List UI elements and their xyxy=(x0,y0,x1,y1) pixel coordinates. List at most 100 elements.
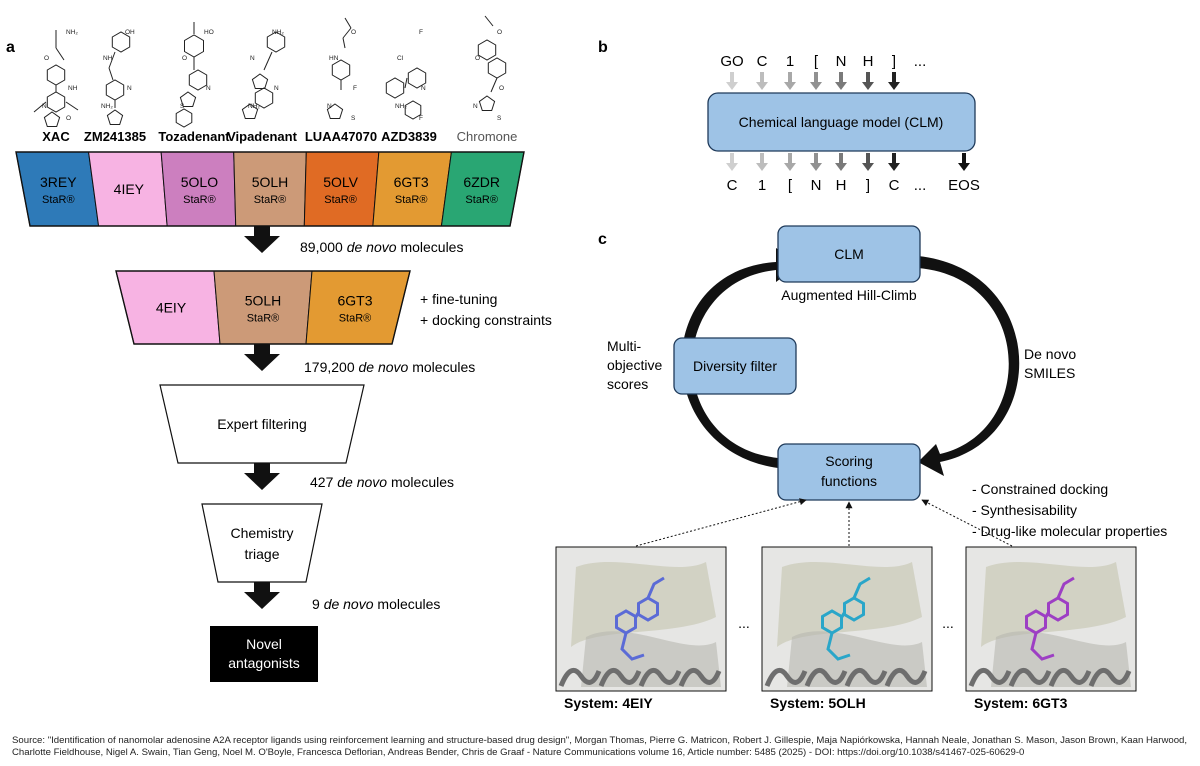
scoring-criteria-list: - Constrained docking- Synthesisability-… xyxy=(972,481,1167,539)
step-count-3: 427 de novo molecules xyxy=(310,474,454,490)
atom-label: NH₂ xyxy=(101,103,113,110)
token-arrow xyxy=(726,72,738,90)
star-label: StaR® xyxy=(339,313,372,325)
down-arrow-2 xyxy=(244,344,280,371)
panel-label-a: a xyxy=(6,39,15,56)
clm-box xyxy=(707,92,976,152)
helix-ribbon xyxy=(1048,667,1092,687)
target-code: 5OLV xyxy=(323,174,358,190)
token-arrow xyxy=(958,153,970,171)
helix-ribbon xyxy=(884,667,928,687)
token-arrow xyxy=(726,153,738,171)
atom-label: O xyxy=(182,55,187,62)
clm-output-token: H xyxy=(836,177,847,194)
star-label: StaR® xyxy=(324,194,357,206)
target-code: 3REY xyxy=(40,174,77,190)
token-arrow xyxy=(862,153,874,171)
target-cell-5olv: 5OLV StaR® xyxy=(303,151,380,227)
row-border xyxy=(15,151,525,227)
clm-input-token: ] xyxy=(892,53,896,70)
system-connectors xyxy=(635,498,1013,547)
left-cycle-arrow xyxy=(681,248,800,468)
token-arrow xyxy=(784,72,796,90)
clm-output-token: N xyxy=(811,177,822,194)
token-arrow xyxy=(810,153,822,171)
clm-input-token: GO xyxy=(720,53,743,70)
step-count-1: 89,000 de novo molecules xyxy=(300,239,463,255)
atom-label: O xyxy=(66,115,71,122)
clm-output-token: 1 xyxy=(758,177,766,194)
clm-output-token: EOS xyxy=(948,177,980,194)
atom-label: N xyxy=(274,85,279,92)
atom-label: HN xyxy=(329,55,339,62)
target-code: 4EIY xyxy=(156,300,187,316)
scoring-functions-label-1: Scoring xyxy=(825,453,872,469)
fine-tuning-note: + fine-tuning xyxy=(420,291,497,307)
molecule-name-azd3839: AZD3839 xyxy=(381,129,437,144)
system-label: System: 6GT3 xyxy=(974,695,1068,711)
helix-ribbon xyxy=(968,667,1012,687)
atom-label: NH xyxy=(68,85,78,92)
helix-ribbon xyxy=(1008,667,1052,687)
atom-label: S xyxy=(180,103,185,110)
multi-objective-label-3: scores xyxy=(607,376,648,392)
atom-label: HO xyxy=(204,29,214,36)
clm-input-token: H xyxy=(863,53,874,70)
atom-label: O xyxy=(351,29,356,36)
atom-label: NH₂ xyxy=(66,29,78,36)
atom-label: F xyxy=(419,115,423,122)
row-border xyxy=(115,270,411,345)
token-arrow xyxy=(835,153,847,171)
atom-label: OH xyxy=(125,29,135,36)
star-label: StaR® xyxy=(247,313,280,325)
clm-output-token: ... xyxy=(914,177,927,194)
helix-ribbon xyxy=(638,667,682,687)
cycle-clm-label: CLM xyxy=(834,246,864,262)
molecule-structures: NH₂ONHNOOHNHNNH₂HOONSNH₂NNNH₂OHNFNSFClNN… xyxy=(33,15,507,128)
helix-ribbon xyxy=(598,667,642,687)
chemistry-triage-box xyxy=(201,503,323,583)
clm-input-token: ... xyxy=(914,53,927,70)
atom-label: N xyxy=(250,55,255,62)
target-code: 6ZDR xyxy=(463,174,500,190)
atom-label: Cl xyxy=(397,55,404,62)
de-novo-smiles-label-1: De novo xyxy=(1024,346,1076,362)
token-arrow xyxy=(862,72,874,90)
molecule-name-tozadenant: Tozadenant xyxy=(158,129,230,144)
token-arrow xyxy=(888,72,900,90)
step-count-2: 179,200 de novo molecules xyxy=(304,359,475,375)
diversity-filter-box xyxy=(673,337,797,395)
clm-input-token: N xyxy=(836,53,847,70)
molecule-name-zm241385: ZM241385 xyxy=(84,129,146,144)
augmented-hill-climb-label: Augmented Hill-Climb xyxy=(781,287,917,303)
atom-label: F xyxy=(419,29,423,36)
down-arrow-4 xyxy=(244,582,280,609)
atom-label: O xyxy=(499,85,504,92)
helix-ribbon xyxy=(764,667,808,687)
token-arrow xyxy=(810,72,822,90)
chemistry-triage-label-2: triage xyxy=(244,546,279,562)
right-cycle-arrow xyxy=(918,256,1020,476)
scoring-functions-box xyxy=(777,443,921,501)
helix-ribbon xyxy=(844,667,888,687)
expert-filtering-box xyxy=(159,384,365,464)
panel-label-b: b xyxy=(598,39,608,56)
clm-output-token: ] xyxy=(866,177,870,194)
molecule-name-luaa47070: LUAA47070 xyxy=(305,129,377,144)
system-panel-4eiy: System: 4EIY xyxy=(555,546,727,711)
token-arrow xyxy=(888,153,900,171)
atom-label: NH₂ xyxy=(395,103,407,110)
